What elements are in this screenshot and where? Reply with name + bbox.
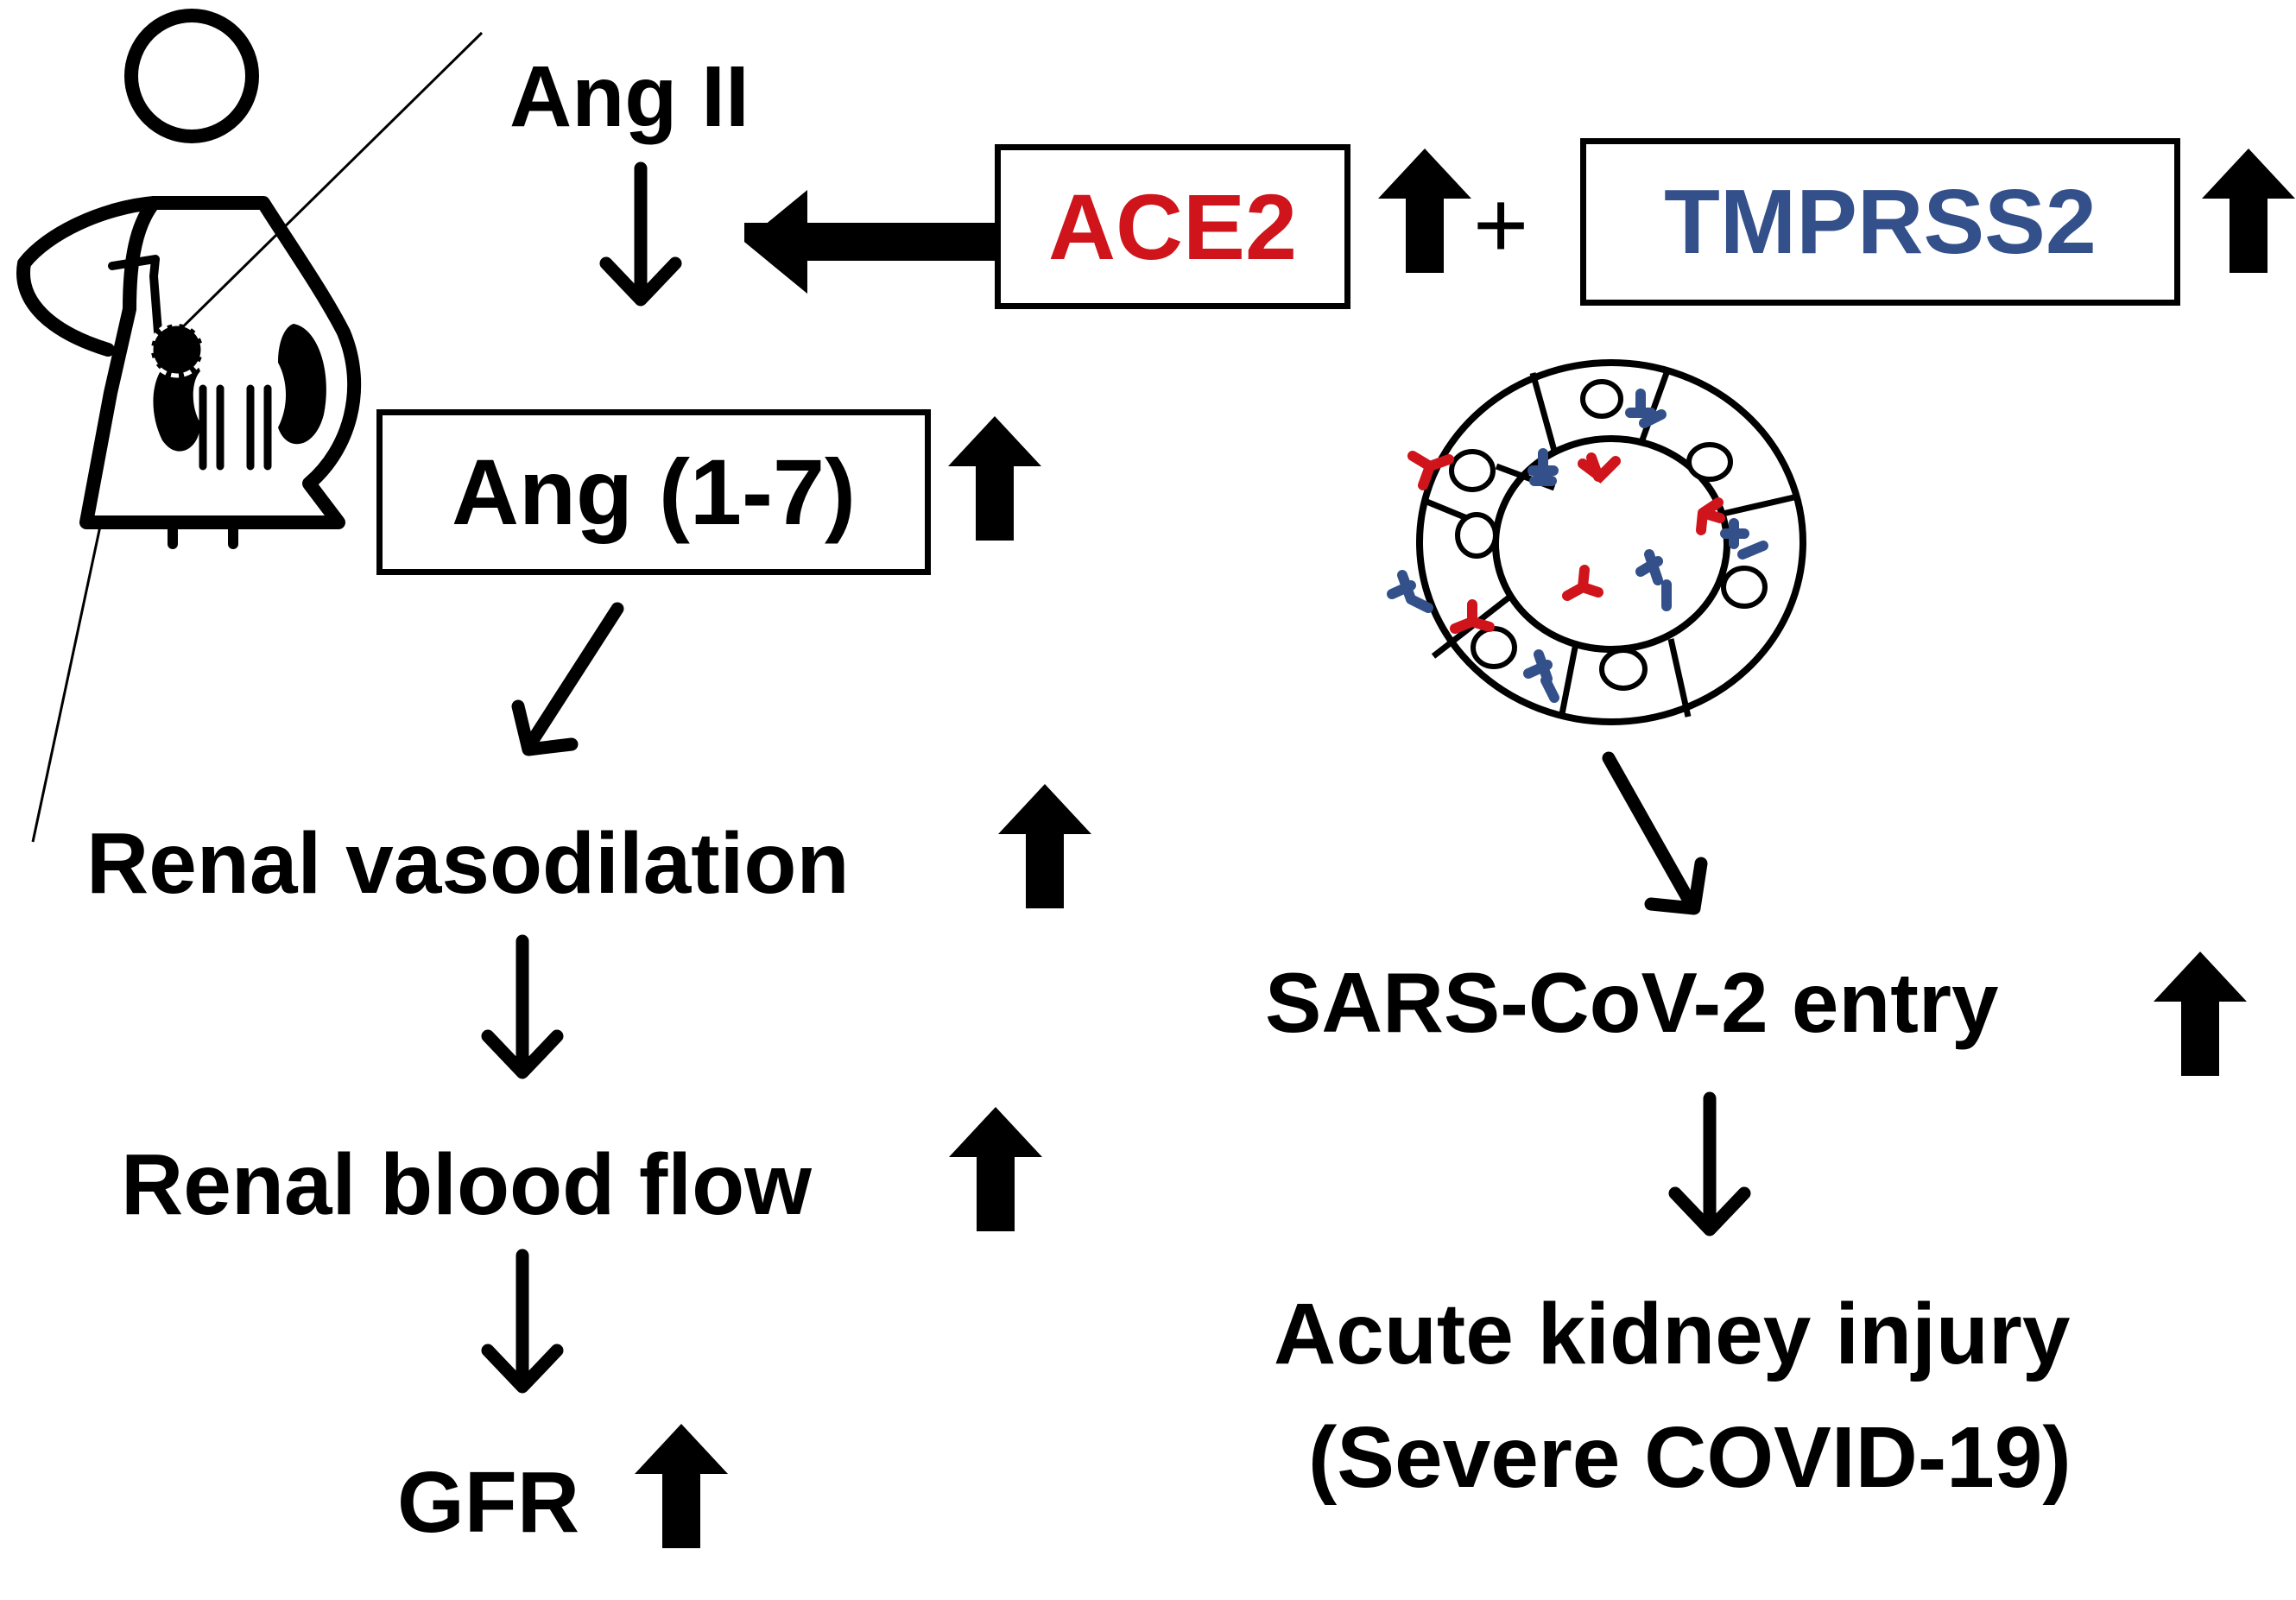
severe-covid-19-label: (Severe COVID-19) <box>1308 1409 2071 1506</box>
down-arrow-icon <box>488 1255 557 1387</box>
diagonal-arrow-right <box>1602 751 1708 915</box>
up-arrow-icon <box>1378 149 1471 273</box>
renal-tubule-cross-section-icon <box>1387 359 1806 725</box>
fetus-icon <box>149 321 206 378</box>
gfr-label: GFR <box>397 1454 580 1551</box>
plus-sign: + <box>1473 172 1529 278</box>
up-arrow-icon <box>948 416 1041 541</box>
thick-left-arrow-head <box>744 190 807 294</box>
kidney-icon <box>153 324 326 452</box>
down-arrow-icon <box>606 168 675 300</box>
ace2-label: ACE2 <box>1047 174 1298 279</box>
up-arrow-icon <box>949 1107 1042 1231</box>
up-arrow-icon <box>635 1424 728 1548</box>
diagonal-arrow-left <box>511 602 624 756</box>
tmprss2-label: TMPRSS2 <box>1664 171 2097 273</box>
ace2-box: ACE2 <box>995 144 1350 309</box>
sars-cov-2-entry-label: SARS-CoV-2 entry <box>1265 955 1999 1050</box>
up-arrow-icon <box>2202 149 2295 273</box>
down-arrow-icon <box>1675 1098 1744 1230</box>
tmprss2-receptor-icon <box>1387 389 1768 703</box>
tmprss2-box: TMPRSS2 <box>1580 138 2180 306</box>
acute-kidney-injury-label: Acute kidney injury <box>1274 1286 2071 1382</box>
ang-ii-label: Ang II <box>509 48 750 145</box>
zoom-line-bottom <box>31 517 104 843</box>
renal-blood-flow-label: Renal blood flow <box>121 1136 812 1233</box>
up-arrow-icon <box>998 784 1091 908</box>
ang-1-7-label: Ang (1-7) <box>452 440 856 544</box>
ace2-receptor-icon <box>1407 451 1725 634</box>
up-arrow-icon <box>2154 952 2247 1076</box>
ang-1-7-box: Ang (1-7) <box>376 409 931 575</box>
renal-vasodilation-label: Renal vasodilation <box>86 815 850 912</box>
zoom-line-top <box>167 31 484 343</box>
pregnant-woman-icon <box>16 9 362 549</box>
down-arrow-icon <box>488 941 557 1072</box>
